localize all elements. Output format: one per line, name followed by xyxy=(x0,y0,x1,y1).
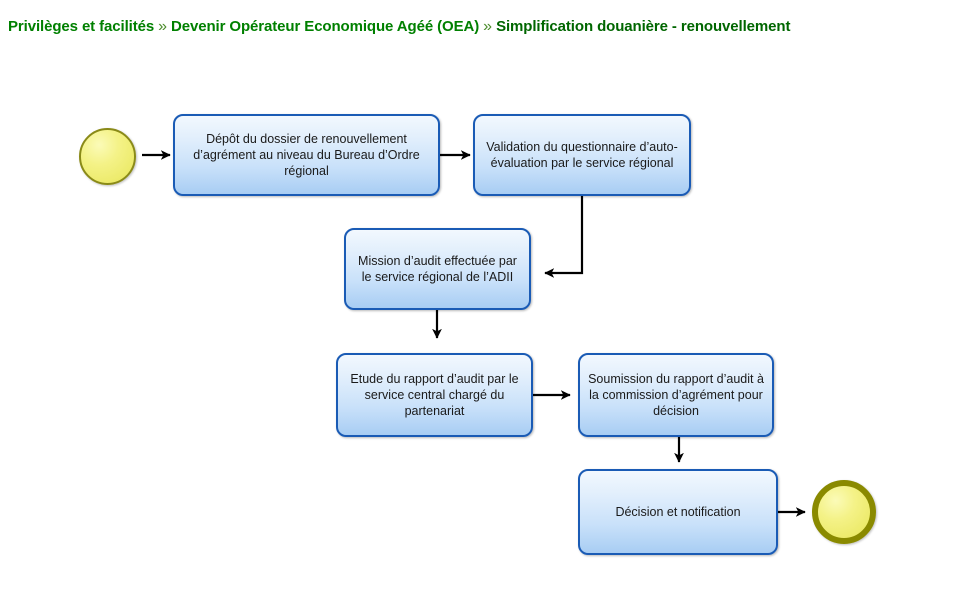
process-node-etude-rapport[interactable]: Etude du rapport d’audit par le service … xyxy=(336,353,533,437)
process-node-label: Décision et notification xyxy=(615,505,741,519)
breadcrumb: Privilèges et facilités»Devenir Opérateu… xyxy=(8,18,790,36)
process-node-mission-audit[interactable]: Mission d’audit effectuée par le service… xyxy=(344,228,531,310)
process-node-depot-dossier[interactable]: Dépôt du dossier de renouvellement d’agr… xyxy=(173,114,440,196)
start-node[interactable] xyxy=(79,128,136,185)
process-node-label: Soumission du rapport d’audit à la commi… xyxy=(588,372,764,418)
breadcrumb-separator-1: » xyxy=(158,18,168,35)
breadcrumb-item-2[interactable]: Devenir Opérateur Economique Agéé (OEA) xyxy=(171,18,480,35)
process-node-label: Validation du questionnaire d’auto-évalu… xyxy=(486,140,678,170)
process-node-validation-questionnaire[interactable]: Validation du questionnaire d’auto-évalu… xyxy=(473,114,691,196)
breadcrumb-separator-2: » xyxy=(483,18,493,35)
flowchart-connectors xyxy=(142,150,806,517)
process-node-label: Etude du rapport d’audit par le service … xyxy=(350,372,519,418)
breadcrumb-item-3: Simplification douanière - renouvellemen… xyxy=(496,18,791,35)
process-node-label: Mission d’audit effectuée par le service… xyxy=(358,254,517,284)
process-node-decision-notification[interactable]: Décision et notification xyxy=(578,469,778,555)
breadcrumb-item-1[interactable]: Privilèges et facilités xyxy=(8,18,155,35)
process-node-label: Dépôt du dossier de renouvellement d’agr… xyxy=(193,132,420,178)
process-node-soumission-rapport[interactable]: Soumission du rapport d’audit à la commi… xyxy=(578,353,774,437)
flowchart-diagram: Dépôt du dossier de renouvellement d’agr… xyxy=(0,50,964,601)
end-node[interactable] xyxy=(812,480,876,544)
connector-n2-to-n3 xyxy=(544,195,584,278)
